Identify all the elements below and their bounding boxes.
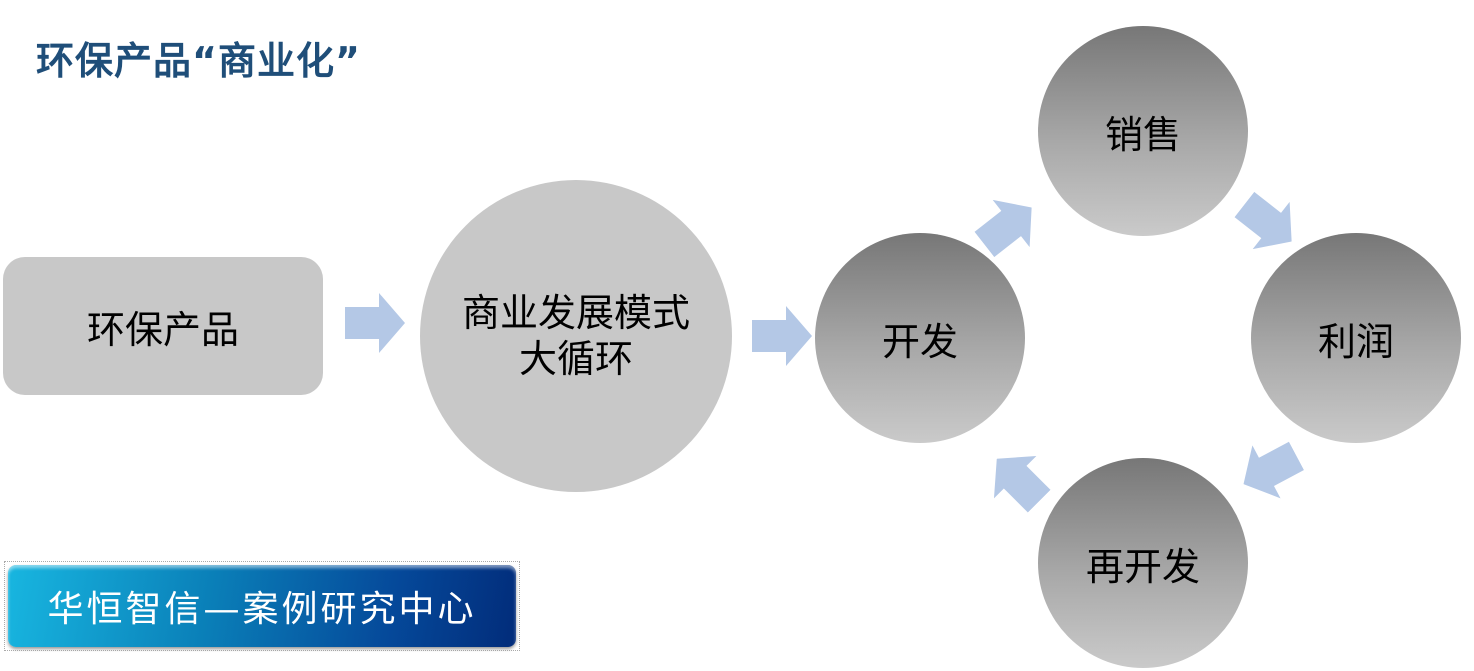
logo-banner: 华恒智信—案例研究中心 (4, 561, 520, 651)
logo-text: 华恒智信—案例研究中心 (8, 565, 516, 647)
node-product-label: 环保产品 (86, 307, 239, 352)
node-product: 环保产品 (3, 257, 323, 395)
node-redevelop-label: 再开发 (1085, 544, 1200, 589)
node-model-line2: 大循环 (518, 337, 633, 381)
arrow-down-right-icon (1234, 191, 1292, 250)
arrow-up-left-icon (993, 455, 1051, 513)
arrow-right-icon (752, 306, 812, 366)
node-model-line1: 商业发展模式 (461, 291, 690, 335)
arrow-down-left-icon (1243, 441, 1304, 499)
node-redevelop: 再开发 (1038, 458, 1248, 668)
node-profit: 利润 (1251, 233, 1461, 443)
node-sales: 销售 (1038, 26, 1248, 236)
node-sales-label: 销售 (1104, 112, 1181, 157)
page-title: 环保产品“商业化” (36, 39, 361, 83)
node-profit-label: 利润 (1317, 319, 1394, 364)
node-business-model: 商业发展模式大循环 (420, 180, 732, 492)
arrow-right-icon (345, 293, 405, 353)
arrow-up-right-icon (974, 199, 1032, 258)
node-develop: 开发 (815, 233, 1025, 443)
node-develop-label: 开发 (881, 319, 958, 364)
